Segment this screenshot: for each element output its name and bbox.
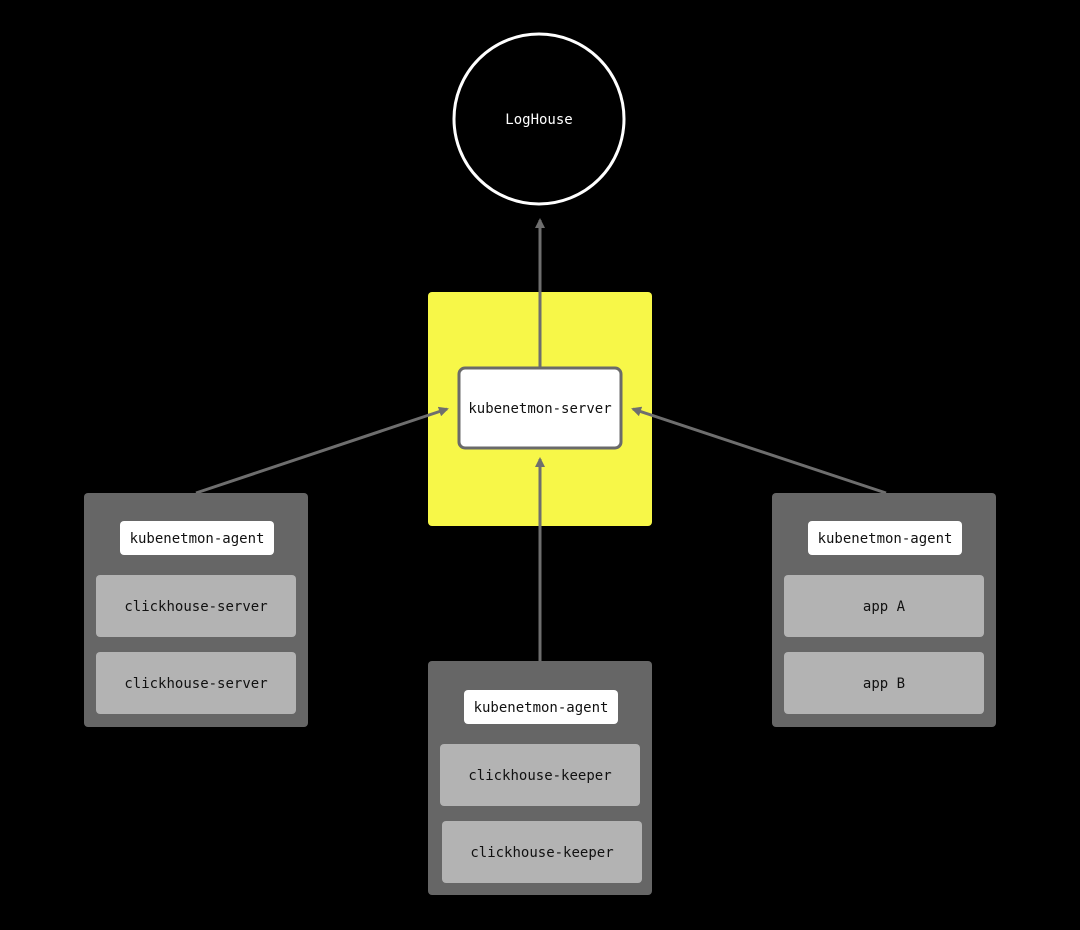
pod-center-2-label: clickhouse-keeper bbox=[470, 845, 613, 861]
pod-left-1-label: clickhouse-server bbox=[124, 599, 267, 615]
agent-label-right-box bbox=[808, 521, 962, 555]
agent-label-left: kubenetmon-agent bbox=[130, 531, 265, 547]
pod-right-1-label: app A bbox=[863, 599, 906, 615]
server-box bbox=[457, 366, 623, 450]
pod-center-1-label: clickhouse-keeper bbox=[468, 768, 611, 784]
pod-right-2-label: app B bbox=[863, 676, 905, 692]
agent-label-right: kubenetmon-agent bbox=[818, 531, 953, 547]
loghouse-circle bbox=[452, 32, 626, 206]
agent-label-center: kubenetmon-agent bbox=[474, 700, 609, 716]
server-node: kubenetmon-server bbox=[457, 366, 623, 450]
node-group-right: kubenetmon-agent app A app B bbox=[772, 493, 996, 727]
arrow-left-agent-to-server bbox=[195, 406, 449, 495]
node-group-center: kubenetmon-agent clickhouse-keeper click… bbox=[428, 661, 652, 895]
loghouse-node: LogHouse bbox=[452, 32, 626, 206]
loghouse-label: LogHouse bbox=[505, 112, 572, 128]
pod-right-2-box bbox=[784, 652, 984, 714]
pod-center-2-box bbox=[442, 821, 642, 883]
server-label: kubenetmon-server bbox=[468, 401, 611, 417]
pod-right-1-box bbox=[784, 575, 984, 637]
node-group-left: kubenetmon-agent clickhouse-server click… bbox=[84, 493, 308, 727]
pod-center-1-box bbox=[440, 744, 640, 806]
pod-left-2-box bbox=[96, 652, 296, 714]
agent-label-left-box bbox=[120, 521, 274, 555]
arrow-right-agent-to-server bbox=[631, 406, 887, 495]
pod-left-1-box bbox=[96, 575, 296, 637]
agent-label-center-box bbox=[464, 690, 618, 724]
pod-left-2-label: clickhouse-server bbox=[124, 676, 267, 692]
